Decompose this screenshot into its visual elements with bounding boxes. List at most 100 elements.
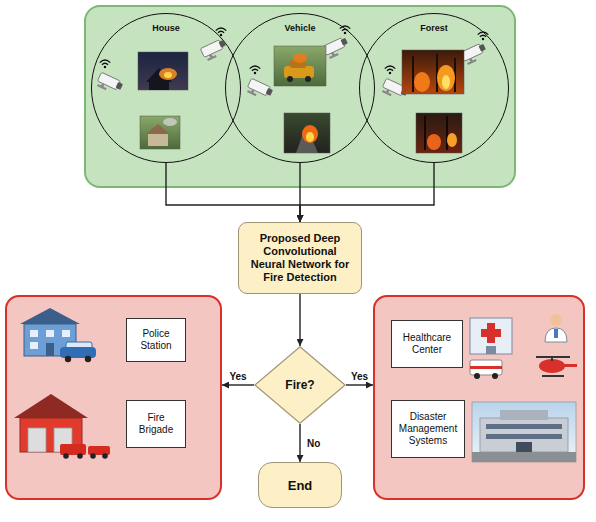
wifi-symbol: [340, 26, 351, 34]
cctv-camera: [245, 78, 273, 101]
helicopter-icon: [539, 359, 565, 373]
fire-station-icon: [88, 446, 110, 455]
cctv-camera: [322, 36, 350, 59]
police-station-icon: [20, 308, 80, 324]
cctv-camera: [380, 78, 408, 101]
fire-station-icon: [63, 453, 69, 459]
scene-label: House: [92, 23, 240, 33]
process-label: Proposed Deep Convolutional Neural Netwo…: [245, 232, 355, 285]
wifi-symbol: [385, 66, 396, 74]
scene-label: Vehicle: [226, 23, 374, 33]
disaster-center-photo: [472, 452, 576, 462]
hospital-icon: [486, 346, 496, 354]
cctv-camera: [200, 38, 228, 61]
action-label: Police Station: [130, 328, 182, 352]
forest-fire-photo: [436, 54, 438, 92]
vehicle-fire-photo: [290, 60, 306, 68]
house-photo: [140, 116, 180, 149]
disaster-center-photo: [472, 402, 576, 462]
hospital-icon: [470, 318, 512, 354]
police-station-icon: [20, 308, 96, 362]
vehicle-fire-photo: [284, 66, 314, 78]
action-box: Healthcare Center: [391, 320, 463, 368]
disaster-center-photo: [486, 434, 562, 439]
vehicle-fire-photo: [274, 46, 326, 86]
forest-fire-photo: [437, 65, 455, 91]
connector-arrow: [299, 163, 300, 222]
fire-station-icon: [90, 453, 96, 459]
vehicle-fire-photo: [305, 76, 311, 82]
police-station-icon: [62, 330, 70, 337]
connector-arrow: [346, 384, 373, 385]
road-fire-photo: [302, 125, 318, 143]
police-station-icon: [85, 356, 91, 362]
cctv-camera: [95, 72, 123, 95]
police-station-icon: [66, 342, 92, 349]
cctv-camera: [200, 38, 228, 61]
action-label: Fire Brigade: [130, 412, 182, 436]
edge-label: No: [305, 438, 322, 449]
road-fire-photo: [284, 113, 330, 153]
house-photo: [148, 134, 168, 146]
wifi-symbol: [100, 60, 111, 68]
house-photo: [146, 124, 170, 134]
scene-circle: House: [91, 13, 241, 163]
house-fire-photo: [164, 72, 172, 78]
cctv-camera: [95, 72, 123, 95]
disaster-center-photo: [480, 418, 568, 452]
forest-photo: [427, 134, 441, 150]
forest-photo: [446, 116, 448, 150]
forest-photo: [424, 116, 426, 150]
wifi-symbol: [385, 66, 396, 74]
action-box: Disaster Management Systems: [391, 400, 465, 458]
cctv-camera: [322, 36, 350, 59]
doctor-icon: [550, 314, 562, 326]
ambulance-icon: [474, 373, 480, 379]
wifi-symbol: [478, 32, 489, 40]
police-station-icon: [65, 356, 71, 362]
forest-photo: [447, 133, 457, 147]
wifi-symbol: [340, 26, 351, 34]
wifi-symbol: [100, 60, 111, 68]
terminal-label: End: [288, 478, 313, 493]
fire-station-icon: [102, 453, 108, 459]
house-photo: [140, 116, 180, 149]
disaster-center-photo: [486, 424, 562, 429]
fire-station-icon: [20, 418, 82, 452]
road-fire-photo: [306, 132, 314, 142]
forest-fire-photo: [412, 56, 414, 92]
disaster-center-photo: [516, 442, 532, 452]
doctor-icon: [554, 329, 558, 338]
ambulance-icon: [492, 373, 498, 379]
wifi-symbol: [216, 28, 227, 36]
house-fire-photo: [138, 52, 188, 90]
scene-panel: HouseVehicleForest: [84, 5, 516, 188]
vehicle-fire-photo: [287, 76, 293, 82]
doctor-icon: [545, 314, 567, 342]
disaster-center-photo: [472, 402, 576, 462]
doctor-icon: [545, 328, 567, 342]
cctv-camera: [380, 78, 408, 101]
forest-fire-photo: [442, 75, 450, 89]
cctv-camera: [460, 42, 488, 65]
terminal-box: End: [258, 462, 342, 508]
scene-label: Forest: [360, 23, 508, 33]
cctv-camera: [245, 78, 273, 101]
fire-station-icon: [54, 428, 72, 452]
police-station-icon: [60, 347, 96, 358]
house-photo: [163, 118, 177, 126]
connector-arrow: [300, 163, 434, 222]
police-station-icon: [46, 330, 54, 337]
forest-photo: [416, 113, 462, 153]
house-fire-photo: [159, 68, 177, 80]
police-station-icon: [46, 343, 54, 356]
helicopter-icon: [563, 364, 577, 367]
hospital-icon: [481, 329, 501, 337]
fire-station-icon: [60, 444, 86, 455]
decision-label: Fire?: [285, 378, 314, 392]
hospital-icon: [487, 323, 495, 343]
forest-photo: [416, 113, 462, 153]
scene-circle: Forest: [359, 13, 509, 163]
fire-station-icon: [28, 428, 46, 452]
house-fire-photo: [146, 68, 172, 82]
